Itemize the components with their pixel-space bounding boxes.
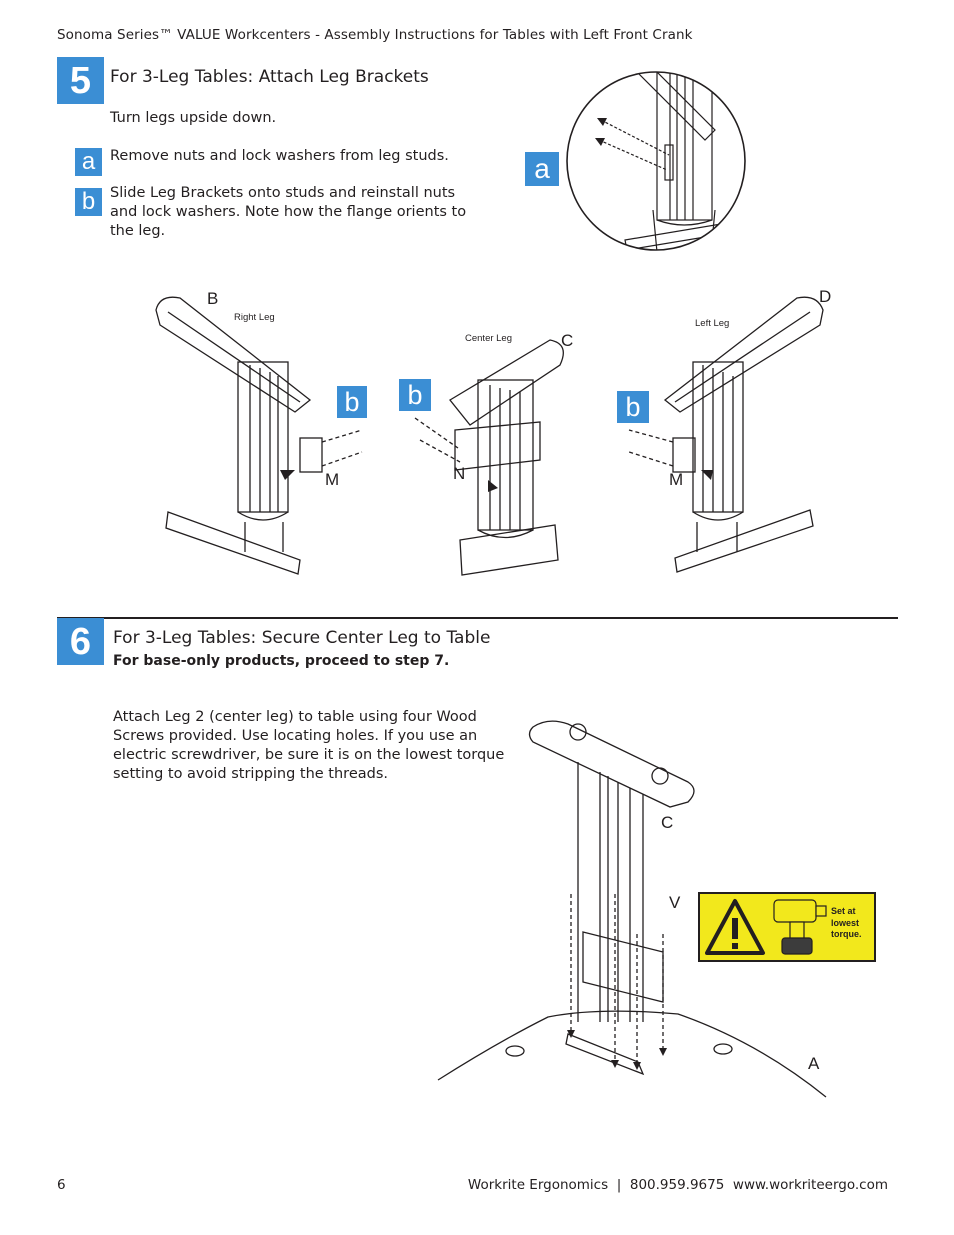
left-leg-letter: D [819,287,832,306]
right-leg-letter: B [207,289,219,308]
warning-line: lowest [831,917,860,928]
center-leg-caption: Center Leg [465,333,513,344]
torque-warning-text: Set at lowest torque. [831,906,875,941]
center-leg-b-badge: b [399,379,431,411]
right-leg-b-badge: b [337,386,367,418]
center-leg-table-illustration [437,720,827,1098]
sub-step-b-line: the leg. [110,223,166,239]
right-leg-part-label: M [325,470,340,489]
warning-line: torque. [831,929,862,939]
center-leg-illustration [414,339,564,576]
detail-a-badge: a [525,152,559,186]
sub-step-b-line: and lock washers. Note how the flange or… [110,204,467,220]
step-6-leg-label: C [661,813,674,832]
left-leg-illustration [628,296,824,573]
center-leg-letter: C [561,331,574,350]
right-leg-illustration [155,296,363,575]
left-leg-caption: Left Leg [695,318,730,329]
left-leg-b-badge: b [617,391,649,423]
document-header: Sonoma Series™ VALUE Workcenters - Assem… [57,27,693,43]
step-6-table-label: A [808,1054,820,1073]
step-6-line: Attach Leg 2 (center leg) to table using… [113,709,477,725]
detail-circle-illustration [566,71,746,251]
footer-contact: Workrite Ergonomics | 800.959.9675 www.w… [467,1177,888,1193]
step-5-intro: Turn legs upside down. [110,110,277,126]
step-5-title: For 3-Leg Tables: Attach Leg Brackets [110,67,429,87]
step-6-line: setting to avoid stripping the threads. [113,766,388,782]
step-6-line: electric screwdriver, be sure it is on t… [113,747,505,763]
sub-step-b-line: Slide Leg Brackets onto studs and reinst… [110,185,456,201]
step-6-badge: 6 [57,618,104,665]
warning-triangle-icon [705,899,765,955]
page-number: 6 [57,1177,66,1193]
step-6-line: Screws provided. Use locating holes. If … [113,728,478,744]
sub-step-a-text: Remove nuts and lock washers from leg st… [110,148,449,164]
power-drill-icon [773,899,827,955]
step-6-subtitle: For base-only products, proceed to step … [113,653,450,669]
section-divider [57,617,898,619]
warning-line: Set at [831,906,856,916]
step-6-title: For 3-Leg Tables: Secure Center Leg to T… [113,628,491,648]
sub-step-a-badge: a [75,148,102,176]
sub-step-b-badge: b [75,188,102,216]
step-5-badge: 5 [57,57,104,104]
sub-step-b-text: Slide Leg Brackets onto studs and reinst… [110,184,466,241]
step-6-screws-label: V [669,893,681,912]
left-leg-part-label: M [669,470,684,489]
center-leg-part-label: N [453,464,466,483]
right-leg-caption: Right Leg [234,312,275,323]
step-6-instructions: Attach Leg 2 (center leg) to table using… [113,708,504,784]
